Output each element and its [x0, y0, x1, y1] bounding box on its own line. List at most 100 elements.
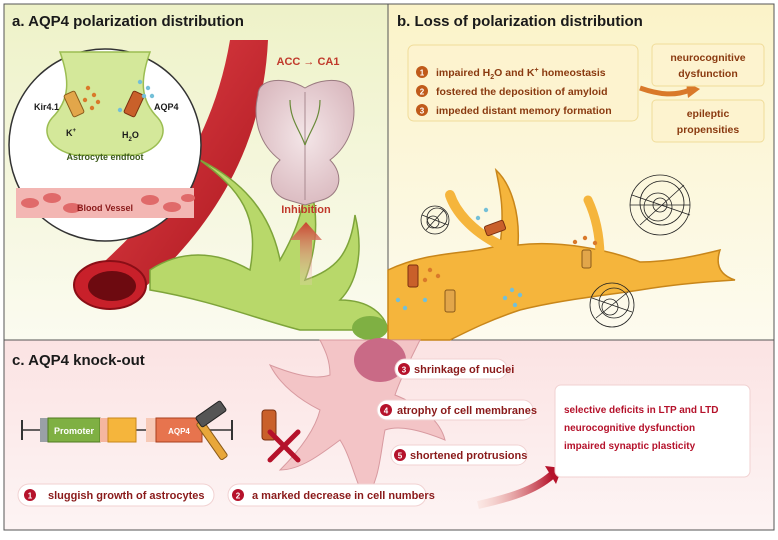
badge-2	[416, 85, 428, 97]
kir-channel-b2	[581, 249, 592, 269]
gene-segment-pink	[100, 418, 108, 442]
panel-c-item-1-box	[17, 483, 215, 507]
outcome-2-line-1: epileptic	[687, 108, 730, 120]
pink-astrocyte-nucleus	[354, 338, 406, 382]
badge-c5	[394, 449, 406, 461]
panel-b-effects-box	[407, 44, 639, 122]
amyloid-plaque-2	[629, 174, 691, 236]
badge-1-number: 1	[420, 69, 425, 78]
panel-b-item-3: 3 impeded distant memory formation	[416, 104, 612, 117]
endfoot-label: Astrocyte endfoot	[66, 152, 143, 162]
panel-c-item-3: 3 shrinkage of nuclei	[394, 358, 514, 380]
aqp4-label: AQP4	[154, 102, 179, 112]
panel-c-outcome-line-1: selective deficits in LTP and LTD	[564, 405, 718, 416]
gene-segment-light	[146, 418, 156, 442]
potassium-ions-b	[422, 235, 598, 283]
panel-c-item-4: 4 atrophy of cell membranes	[376, 399, 537, 421]
hammer-icon	[195, 400, 228, 461]
badge-3-number: 3	[420, 107, 425, 116]
badge-c3	[398, 363, 410, 375]
panel-c-item-5-box	[390, 444, 528, 466]
panel-c-arrow	[477, 471, 555, 509]
badge-c2-number: 2	[236, 492, 241, 501]
acc-projection-left	[289, 99, 306, 146]
panel-c-outcome-line-3: impaired synaptic plasticity	[564, 441, 696, 452]
badge-1	[416, 66, 428, 78]
endfoot-shape	[46, 51, 164, 156]
panel-c-item-1-text: sluggish growth of astrocytes	[48, 490, 204, 502]
panel-b-item-2: 2 fostered the deposition of amyloid	[416, 85, 608, 98]
potassium-label: K+	[66, 128, 77, 138]
aqp4-channel	[123, 90, 145, 118]
water-molecules	[117, 79, 155, 113]
aqp4-channel-b1	[407, 264, 419, 288]
gene-segment-orange	[107, 417, 137, 443]
aqp4-gene-label: AQP4	[168, 427, 190, 436]
badge-2-number: 2	[420, 88, 425, 97]
outcome-2-line-2: propensities	[677, 124, 740, 136]
outcome-1-line-2: dysfunction	[678, 68, 738, 80]
panel-b-arrow	[639, 85, 691, 97]
amyloid-plaque-1	[420, 205, 450, 235]
panel-b-item-2-text: fostered the deposition of amyloid	[436, 86, 608, 98]
water-molecules-b	[395, 207, 523, 311]
red-blood-cells	[21, 193, 195, 213]
panel-c-item-1: 1 sluggish growth of astrocytes	[17, 483, 215, 507]
kir-channel-b1	[444, 289, 456, 313]
vessel-label: Blood Vessel	[77, 203, 133, 213]
panel-c-item-3-text: shrinkage of nuclei	[414, 364, 514, 376]
aqp4-channel-b2	[483, 219, 507, 237]
panel-a-title: a. AQP4 polarization distribution	[12, 13, 244, 30]
potassium-ions	[82, 85, 101, 111]
amyloid-plaque-3	[589, 282, 635, 328]
outcome-1-line-1: neurocognitive	[670, 52, 745, 64]
inhibition-arrow	[290, 222, 322, 285]
panel-c-item-5: 5 shortened protrusions	[390, 444, 528, 466]
panel-c-item-4-text: atrophy of cell membranes	[397, 405, 537, 417]
aqp4-gene-block	[155, 417, 203, 443]
pink-astrocyte	[268, 339, 446, 501]
vessel-section	[16, 188, 194, 218]
kir41-label: Kir4.1	[34, 102, 59, 112]
badge-c4-number: 4	[384, 407, 389, 416]
orange-branch-2	[583, 195, 605, 263]
outcome-box-1	[651, 43, 765, 87]
badge-c1-number: 1	[28, 492, 33, 501]
orange-astrocyte	[387, 167, 736, 341]
badge-c5-number: 5	[398, 452, 403, 461]
acc-ca1-label: ACC → CA1	[277, 56, 340, 68]
gene-segment-gray	[40, 418, 48, 442]
panel-b-item-3-text: impeded distant memory formation	[436, 105, 612, 117]
panel-c-outcome-line-2: neurocognitive dysfunction	[564, 423, 695, 434]
panel-c-item-2: 2 a marked decrease in cell numbers	[227, 483, 435, 507]
panel-b-title: b. Loss of polarization distribution	[397, 13, 643, 30]
cross-icon	[267, 429, 301, 463]
outcome-box-2	[651, 99, 765, 143]
panel-c-item-2-text: a marked decrease in cell numbers	[252, 490, 435, 502]
badge-c2	[232, 489, 244, 501]
green-astrocyte	[149, 159, 389, 331]
badge-c1	[24, 489, 36, 501]
panel-c-title: c. AQP4 knock-out	[12, 352, 145, 369]
orange-branch-1	[445, 190, 505, 250]
kir41-channel	[63, 90, 85, 118]
panel-c-outcome-box	[554, 384, 751, 478]
acc-projection-right	[304, 99, 321, 146]
panel-c-item-4-box	[376, 399, 534, 421]
vessel-lumen	[88, 271, 136, 301]
panel-c-item-2-box	[227, 483, 427, 507]
green-astrocyte-nucleus	[352, 316, 388, 340]
panel-c-item-5-text: shortened protrusions	[410, 450, 527, 462]
promoter-label: Promoter	[54, 426, 95, 436]
badge-c4	[380, 404, 392, 416]
panel-b-item-1-text: impaired H2O and K+ homeostasis	[436, 67, 606, 81]
panel-b-item-1: 1 impaired H2O and K+ homeostasis	[416, 66, 606, 81]
badge-3	[416, 104, 428, 116]
promoter-block	[47, 417, 101, 443]
panel-c-item-3-box	[394, 358, 508, 380]
badge-c3-number: 3	[402, 366, 407, 375]
inhibition-label: Inhibition	[281, 204, 331, 216]
water-label: H2O	[122, 130, 139, 143]
